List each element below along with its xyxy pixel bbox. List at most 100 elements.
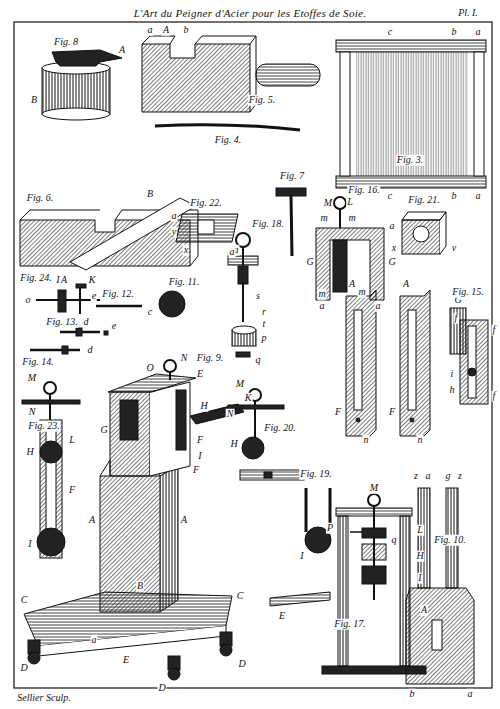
figure-number: Fig. 16. <box>347 185 380 196</box>
part-letter: a <box>425 471 432 482</box>
rod <box>155 125 300 130</box>
part-letter: y <box>171 227 177 238</box>
part-letter: K <box>244 393 253 404</box>
part-letter: H <box>199 401 208 412</box>
slotted-block <box>20 198 198 270</box>
slotted-plate <box>400 290 430 436</box>
pin <box>60 328 108 336</box>
part-letter: L <box>68 435 76 446</box>
part-letter: E <box>278 611 286 622</box>
part-letter: x <box>183 245 189 256</box>
slotted-block <box>460 320 488 404</box>
part-letter: b <box>183 25 190 36</box>
socket-box <box>402 212 446 254</box>
part-letter: A <box>402 279 410 290</box>
part-letter: f <box>492 325 497 336</box>
figure-number: Fig. 23. <box>27 421 60 432</box>
figure-number: Fig. 9. <box>196 353 224 364</box>
rod <box>96 305 142 308</box>
part-letter: M <box>27 373 37 384</box>
part-letter: I <box>197 451 202 462</box>
part-letter: K <box>88 275 97 286</box>
part-letter: g <box>445 471 452 482</box>
part-letter: b <box>451 27 458 38</box>
part-letter: b <box>451 191 458 202</box>
part-letter: A <box>118 45 126 56</box>
part-letter: q <box>255 355 262 366</box>
part-letter: n <box>363 435 370 446</box>
part-letter: E <box>196 369 204 380</box>
part-letter: a <box>91 635 98 646</box>
part-letter: p <box>261 333 268 344</box>
part-letter: a <box>475 27 482 38</box>
figure-number: Fig. 20. <box>263 423 296 434</box>
part-letter: f <box>492 391 497 402</box>
part-letter: A <box>60 275 68 286</box>
part-letter: a <box>467 689 474 700</box>
disc <box>159 291 185 317</box>
part-letter: L <box>346 197 354 208</box>
part-letter: m <box>347 213 356 224</box>
figure-number: Fig. 12. <box>101 289 134 300</box>
part-letter: F <box>388 407 396 418</box>
part-letter: e <box>111 321 117 332</box>
part-letter: n <box>417 435 424 446</box>
notched-block <box>142 36 320 112</box>
part-letter: A <box>348 279 356 290</box>
part-letter: a <box>229 247 236 258</box>
part-letter: i <box>450 369 455 380</box>
part-letter: O <box>145 363 154 374</box>
screw-assembly <box>228 233 258 357</box>
part-letter: I <box>55 275 60 286</box>
part-letter: a <box>475 191 482 202</box>
part-letter: M <box>235 379 245 390</box>
part-letter: Sellier Sculp. <box>16 693 71 704</box>
small-plate <box>176 214 238 242</box>
part-letter: H <box>229 439 238 450</box>
figure-number: Fig. 7 <box>279 171 305 182</box>
pin <box>30 346 80 354</box>
part-letter: c <box>147 307 153 318</box>
part-letter: F <box>196 435 204 446</box>
figure-number: Fig. 4. <box>214 135 242 146</box>
part-letter: G <box>305 257 314 268</box>
figure-number: Fig. 18. <box>251 219 284 230</box>
part-letter: N <box>180 353 189 364</box>
plate-title: L'Art du Peigner d'Acier pour les Etoffe… <box>134 7 367 19</box>
u-frame <box>316 197 384 300</box>
tall-fork <box>406 488 474 684</box>
part-letter: o <box>25 295 32 306</box>
part-letter: E <box>122 655 130 666</box>
part-letter: m <box>317 289 326 300</box>
part-letter: q <box>391 535 398 546</box>
figure-number: Fig. 24. <box>19 273 52 284</box>
figure-number: Fig. 3. <box>396 155 424 166</box>
part-letter: h <box>449 385 456 396</box>
part-letter: G <box>99 425 108 436</box>
part-letter: N <box>28 407 37 418</box>
part-letter: f <box>454 313 459 324</box>
part-letter: s <box>255 291 261 302</box>
part-letter: a <box>319 301 326 312</box>
part-letter: a <box>375 301 382 312</box>
figure-number: Fig. 22. <box>189 198 222 209</box>
part-letter: m <box>357 287 366 298</box>
part-letter: m <box>319 213 328 224</box>
part-letter: D <box>19 663 28 674</box>
part-letter: I <box>417 573 422 584</box>
figure-number: Fig. 11. <box>168 277 201 288</box>
part-letter: B <box>146 189 154 200</box>
part-letter: c <box>387 27 393 38</box>
part-letter: N <box>226 409 235 420</box>
figure-number: Fig. 21. <box>407 195 440 206</box>
part-letter: A <box>88 515 96 526</box>
part-letter: H <box>415 551 424 562</box>
part-letter: M <box>369 483 379 494</box>
part-letter: z <box>413 471 419 482</box>
part-letter: H <box>25 447 34 458</box>
part-letter: D <box>157 683 166 694</box>
part-letter: B <box>30 95 38 106</box>
part-letter: a <box>147 25 154 36</box>
part-letter: P <box>326 523 334 534</box>
